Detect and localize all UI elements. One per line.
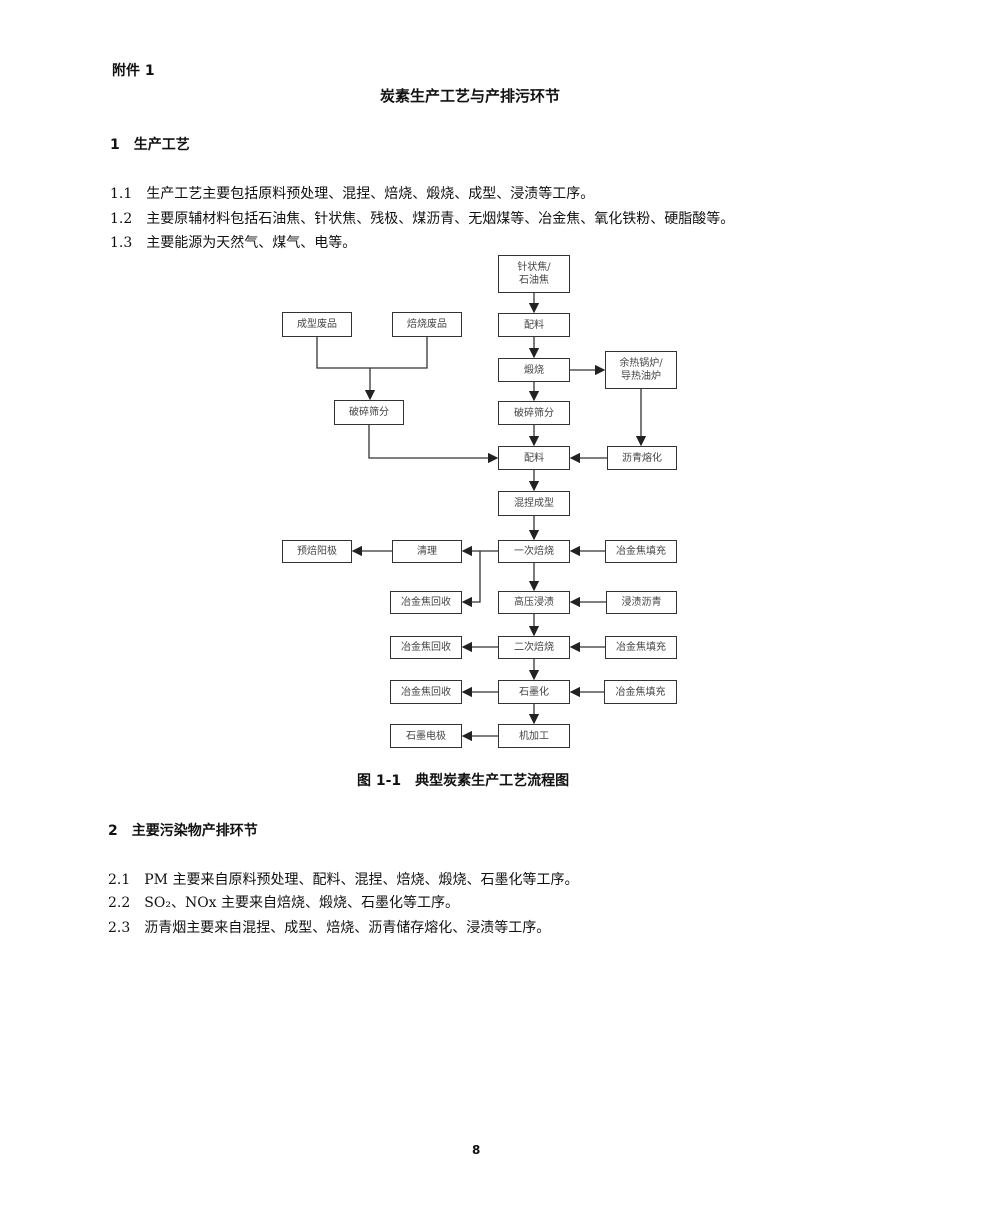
flow-node-coke-recover: 冶金焦回收 [390,680,462,704]
flow-node-batching: 配料 [498,313,570,337]
flow-node-electrode: 石墨电极 [390,724,462,748]
paragraph: 2.2 SO₂、NOx 主要来自焙烧、煅烧、石墨化等工序。 [108,895,460,911]
flow-node-coke-fill: 冶金焦填充 [605,636,677,659]
page-title: 炭素生产工艺与产排污环节 [380,87,561,105]
flow-node-molding-waste: 成型废品 [282,312,352,337]
flow-node-coke-fill: 冶金焦填充 [605,540,677,563]
flow-node-first-baking: 一次焙烧 [498,540,570,563]
flow-node-raw: 针状焦/ 石油焦 [498,255,570,293]
section1-heading: 1 生产工艺 [110,137,190,153]
flow-node-batching-2: 配料 [498,446,570,470]
flow-node-anode: 预焙阳极 [282,540,352,563]
flow-node-machining: 机加工 [498,724,570,748]
paragraph: 1.2 主要原辅材料包括石油焦、针状焦、残极、煤沥青、无烟煤等、冶金焦、氧化铁粉… [110,211,735,227]
flow-node-second-baking: 二次焙烧 [498,636,570,659]
flow-node-boiler: 余热锅炉/ 导热油炉 [605,351,677,389]
flow-node-kneading: 混捏成型 [498,491,570,516]
flow-node-pitch-melting: 沥青熔化 [607,446,677,470]
flow-node-coke-recover: 冶金焦回收 [390,636,462,659]
flow-node-crushing-left: 破碎筛分 [334,400,404,425]
paragraph: 1.3 主要能源为天然气、煤气、电等。 [110,235,357,251]
paragraph: 2.1 PM 主要来自原料预处理、配料、混捏、焙烧、煅烧、石墨化等工序。 [108,872,579,888]
flow-node-graphitization: 石墨化 [498,680,570,704]
flow-node-cleaning: 清理 [392,540,462,563]
attachment-label: 附件 1 [112,63,155,79]
paragraph: 1.1 生产工艺主要包括原料预处理、混捏、焙烧、煅烧、成型、浸渍等工序。 [110,186,595,202]
flow-node-coke-recover: 冶金焦回收 [390,591,462,614]
flow-node-baking-waste: 焙烧废品 [392,312,462,337]
flow-node-crushing: 破碎筛分 [498,401,570,425]
flow-node-impreg-pitch: 浸渍沥青 [606,591,677,614]
flow-node-impregnation: 高压浸渍 [498,591,570,614]
flow-node-coke-fill: 冶金焦填充 [604,680,677,704]
flow-node-calcining: 煅烧 [498,358,570,382]
paragraph: 2.3 沥青烟主要来自混捏、成型、焙烧、沥青储存熔化、浸渍等工序。 [108,920,551,936]
section2-heading: 2 主要污染物产排环节 [108,823,258,839]
figure-caption: 图 1-1 典型炭素生产工艺流程图 [357,773,570,789]
page-number: 8 [472,1143,481,1157]
